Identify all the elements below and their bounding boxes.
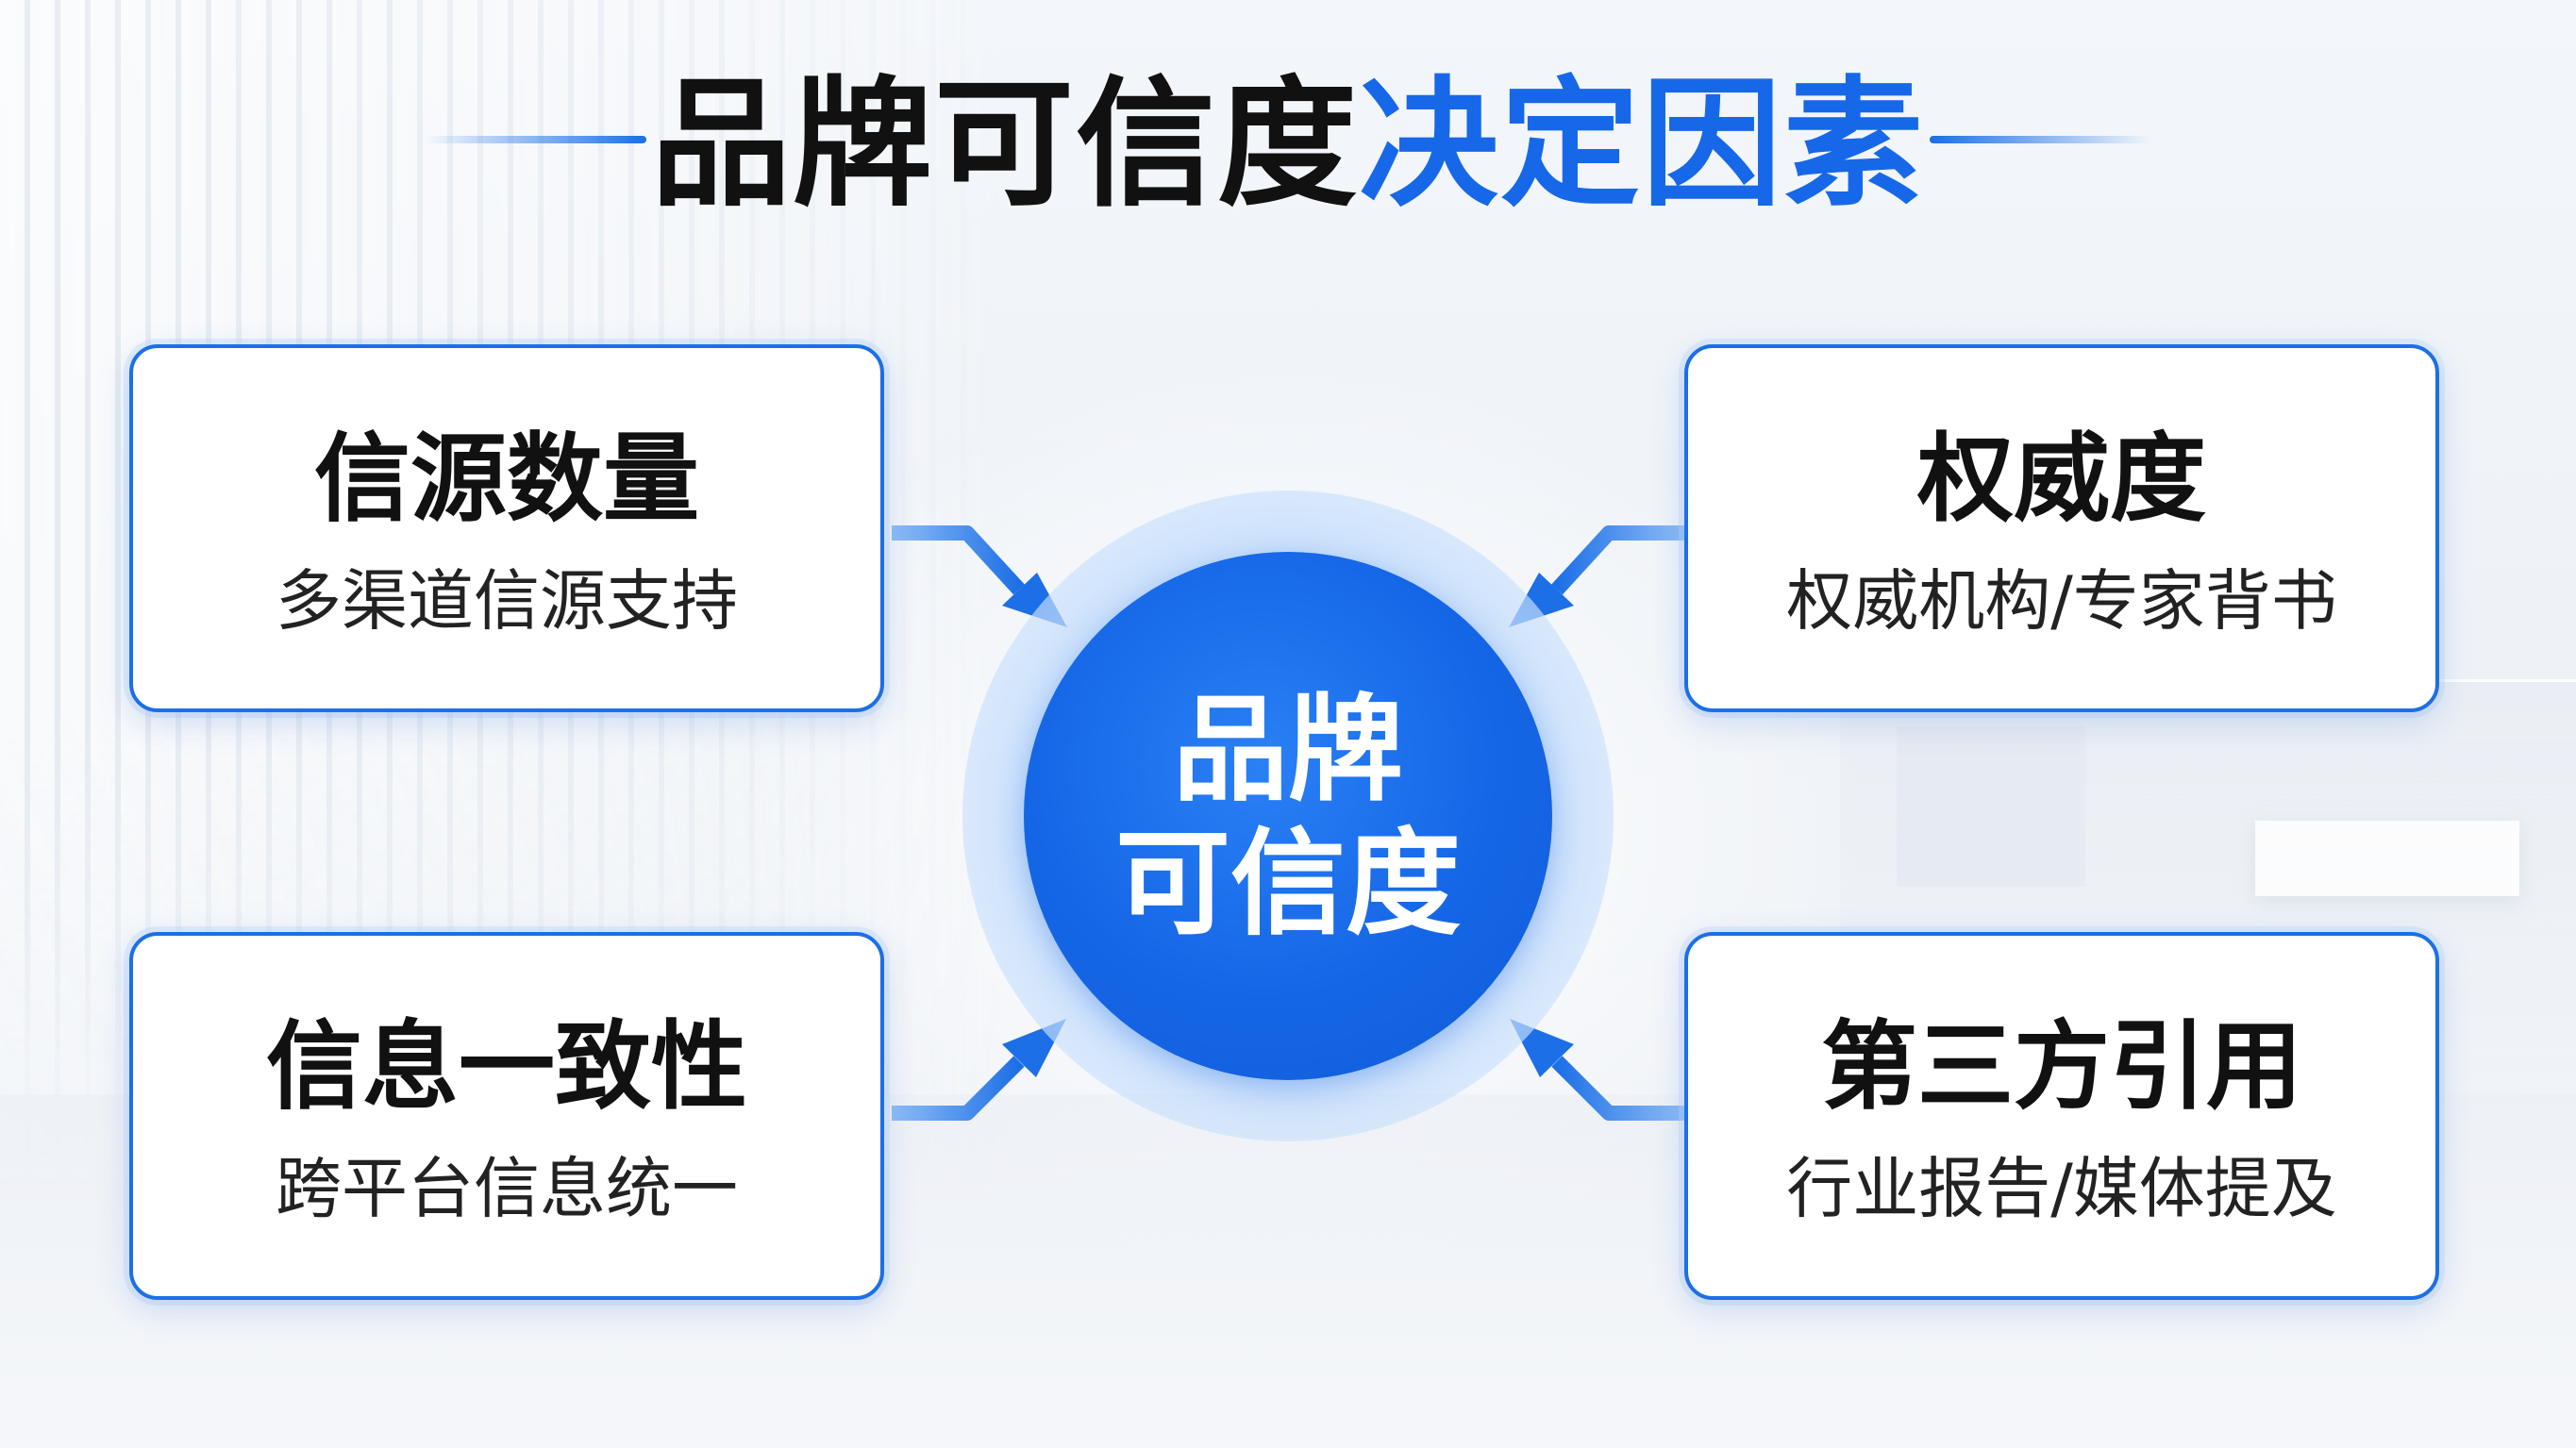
title-decor-line-left	[425, 136, 646, 143]
background-panel	[1897, 726, 2085, 887]
center-node: 品牌 可信度	[1024, 552, 1552, 1080]
factor-card-consistency: 信息一致性 跨平台信息统一	[129, 932, 884, 1300]
arrow-bottom-right	[1510, 1019, 1684, 1121]
factor-title: 第三方引用	[1821, 1011, 2302, 1123]
arrow-bottom-left	[892, 1019, 1066, 1121]
factor-title: 信源数量	[314, 424, 699, 536]
factor-card-source-count: 信源数量 多渠道信源支持	[129, 344, 884, 712]
center-label-line1: 品牌	[1173, 683, 1403, 817]
page-title-highlight: 决定因素	[1359, 63, 1925, 225]
page-title-main: 品牌可信度	[651, 63, 1359, 225]
center-label-line2: 可信度	[1115, 817, 1461, 951]
factor-subtitle: 权威机构/专家背书	[1786, 562, 2337, 640]
background-tray	[2255, 821, 2519, 896]
factor-title: 信息一致性	[266, 1011, 747, 1123]
factor-subtitle: 多渠道信源支持	[276, 562, 738, 640]
factor-subtitle: 行业报告/媒体提及	[1786, 1150, 2337, 1227]
factor-card-authority: 权威度 权威机构/专家背书	[1684, 344, 2439, 712]
title-decor-line-right	[1930, 136, 2151, 143]
factor-card-third-party: 第三方引用 行业报告/媒体提及	[1684, 932, 2439, 1300]
page-title: 品牌可信度决定因素	[0, 64, 2576, 225]
factor-subtitle: 跨平台信息统一	[276, 1150, 738, 1227]
factor-title: 权威度	[1917, 424, 2206, 536]
